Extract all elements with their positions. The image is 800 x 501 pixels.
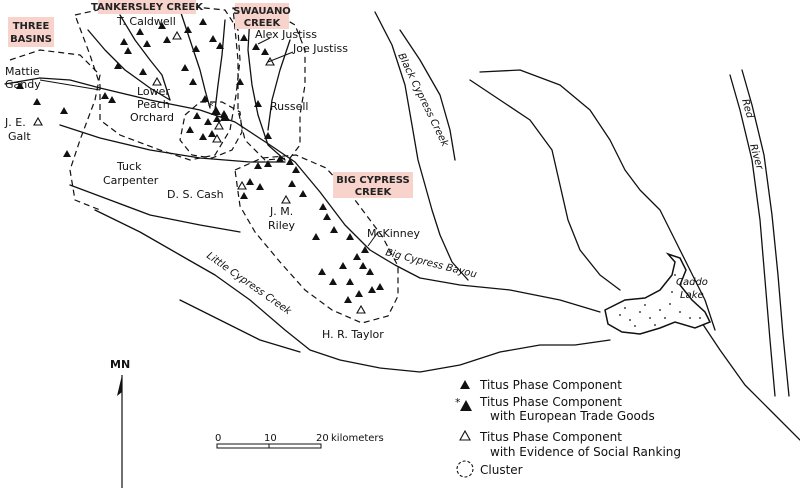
label-joe-justiss: Joe Justiss: [292, 42, 348, 55]
label-russell: Russell: [270, 100, 308, 113]
label-mckinney: McKinney: [367, 227, 421, 240]
legend-item-3-line1: Titus Phase Component: [479, 430, 622, 444]
legend-filled-triangle-icon: [460, 380, 470, 389]
scale-bar: 0 10 20 kilometers: [215, 433, 384, 449]
main-trunk-stream: [4, 77, 601, 313]
ranking-components: [33, 30, 366, 314]
swauano-label-line1: SWAUANO: [233, 6, 291, 17]
tankersley-creek-stream: [87, 29, 171, 101]
scale-bar-first-segment: [216, 443, 270, 449]
label-alex-justiss: Alex Justiss: [255, 28, 317, 41]
label-ds-cash: D. S. Cash: [167, 188, 224, 201]
legend-item-4: Cluster: [480, 463, 523, 477]
big-cypress-label-bg: [333, 172, 413, 198]
label-mattie-gandy-line2: Gandy: [5, 78, 41, 91]
label-caddo-lake-line1: Caddo: [676, 277, 708, 288]
label-tuck-carpenter-line1: Tuck: [116, 160, 142, 173]
legend-dashed-circle-icon: [456, 460, 474, 478]
tankersley-tributary-3: [214, 19, 226, 111]
titus-components: [16, 18, 384, 303]
red-river-east-bank: [741, 69, 790, 397]
cluster-boundaries: [9, 4, 399, 324]
east-tributary-stream: [689, 269, 716, 331]
lower-tributary: [179, 299, 301, 353]
label-je-galt-line2: Galt: [8, 130, 31, 143]
big-cypress-label-line2: CREEK: [355, 187, 393, 198]
stream-network: [4, 9, 800, 441]
legend-open-triangle-icon: [459, 429, 471, 441]
red-river-west-bank: [729, 74, 776, 397]
southwest-branch: [69, 184, 241, 233]
east-branch-stream: [469, 79, 621, 291]
legend-item-3-line2: with Evidence of Social Ranking: [490, 445, 681, 459]
label-jm-riley-line1: J. M.: [269, 205, 293, 218]
caddo-lake-stipple: [619, 274, 701, 327]
black-cypress-tributary: [399, 29, 456, 161]
little-cypress-creek-stream: [94, 209, 611, 373]
north-arrow-head: [117, 375, 122, 396]
swauano-creek-stream: [247, 14, 286, 161]
caddo-lake: [604, 252, 712, 335]
label-tuck-carpenter-line2: Carpenter: [103, 174, 159, 187]
trade-goods-star-1: *: [208, 100, 214, 113]
peach-orchard-boundary: [179, 101, 243, 159]
label-mattie-gandy-line1: Mattie: [5, 65, 40, 78]
three-basins-label-bg: [8, 17, 54, 47]
label-lower-peach-orchard-line3: Orchard: [130, 111, 174, 124]
legend: Titus Phase Component * Titus Phase Comp…: [455, 378, 681, 478]
tuck-carpenter-branch: [59, 124, 286, 163]
legend-item-1: Titus Phase Component: [479, 378, 622, 392]
label-jm-riley-line2: Riley: [268, 219, 296, 232]
label-t-caldwell: T. Caldwell: [116, 15, 176, 28]
legend-item-2-line1: Titus Phase Component: [479, 395, 622, 409]
legend-starred-triangle-icon: [460, 400, 472, 411]
legend-star-icon: *: [455, 396, 461, 409]
north-arrow: MN: [110, 358, 130, 488]
label-red-river-line1: Red: [739, 98, 755, 120]
big-cypress-label-line1: BIG CYPRESS: [336, 175, 409, 186]
trade-goods-components: *: [208, 100, 230, 121]
label-hr-taylor: H. R. Taylor: [322, 328, 384, 341]
big-cypress-boundary: [234, 154, 399, 324]
tankersley-label: TANKERSLEY CREEK: [91, 2, 204, 13]
three-basins-boundary: [9, 49, 101, 211]
label-caddo-lake-line2: Lake: [680, 290, 704, 301]
legend-item-2-line2: with European Trade Goods: [490, 409, 655, 423]
caddo-lake-shape: [604, 252, 712, 335]
tankersley-boundary: [74, 4, 241, 161]
label-lower-peach-orchard-line2: Peach: [137, 98, 170, 111]
three-basins-label-line2: BASINS: [10, 34, 52, 45]
label-je-galt-line1: J. E.: [4, 116, 26, 129]
place-labels: T. Caldwell Alex Justiss Joe Justiss Mat…: [4, 15, 421, 341]
scale-tick-20: 20: [316, 433, 329, 444]
scale-tick-10: 10: [264, 433, 277, 444]
swauano-label-line2: CREEK: [244, 18, 282, 29]
leader-lines: [39, 37, 379, 247]
scale-unit: kilometers: [331, 433, 384, 444]
swauano-label-bg: [235, 3, 289, 29]
northeast-loop-stream: [479, 69, 691, 271]
cluster-labels: THREE BASINS TANKERSLEY CREEK SWAUANO CR…: [8, 0, 413, 198]
label-lower-peach-orchard-line1: Lower: [137, 85, 170, 98]
scale-tick-0: 0: [215, 433, 221, 444]
caddo-outlet-stream: [699, 319, 800, 441]
three-basins-label-line1: THREE: [13, 21, 50, 32]
tankersley-tributary-1: [119, 14, 171, 101]
tankersley-label-bg: [98, 0, 196, 14]
north-arrow-label: MN: [110, 358, 130, 371]
black-cypress-creek-stream: [374, 11, 469, 281]
